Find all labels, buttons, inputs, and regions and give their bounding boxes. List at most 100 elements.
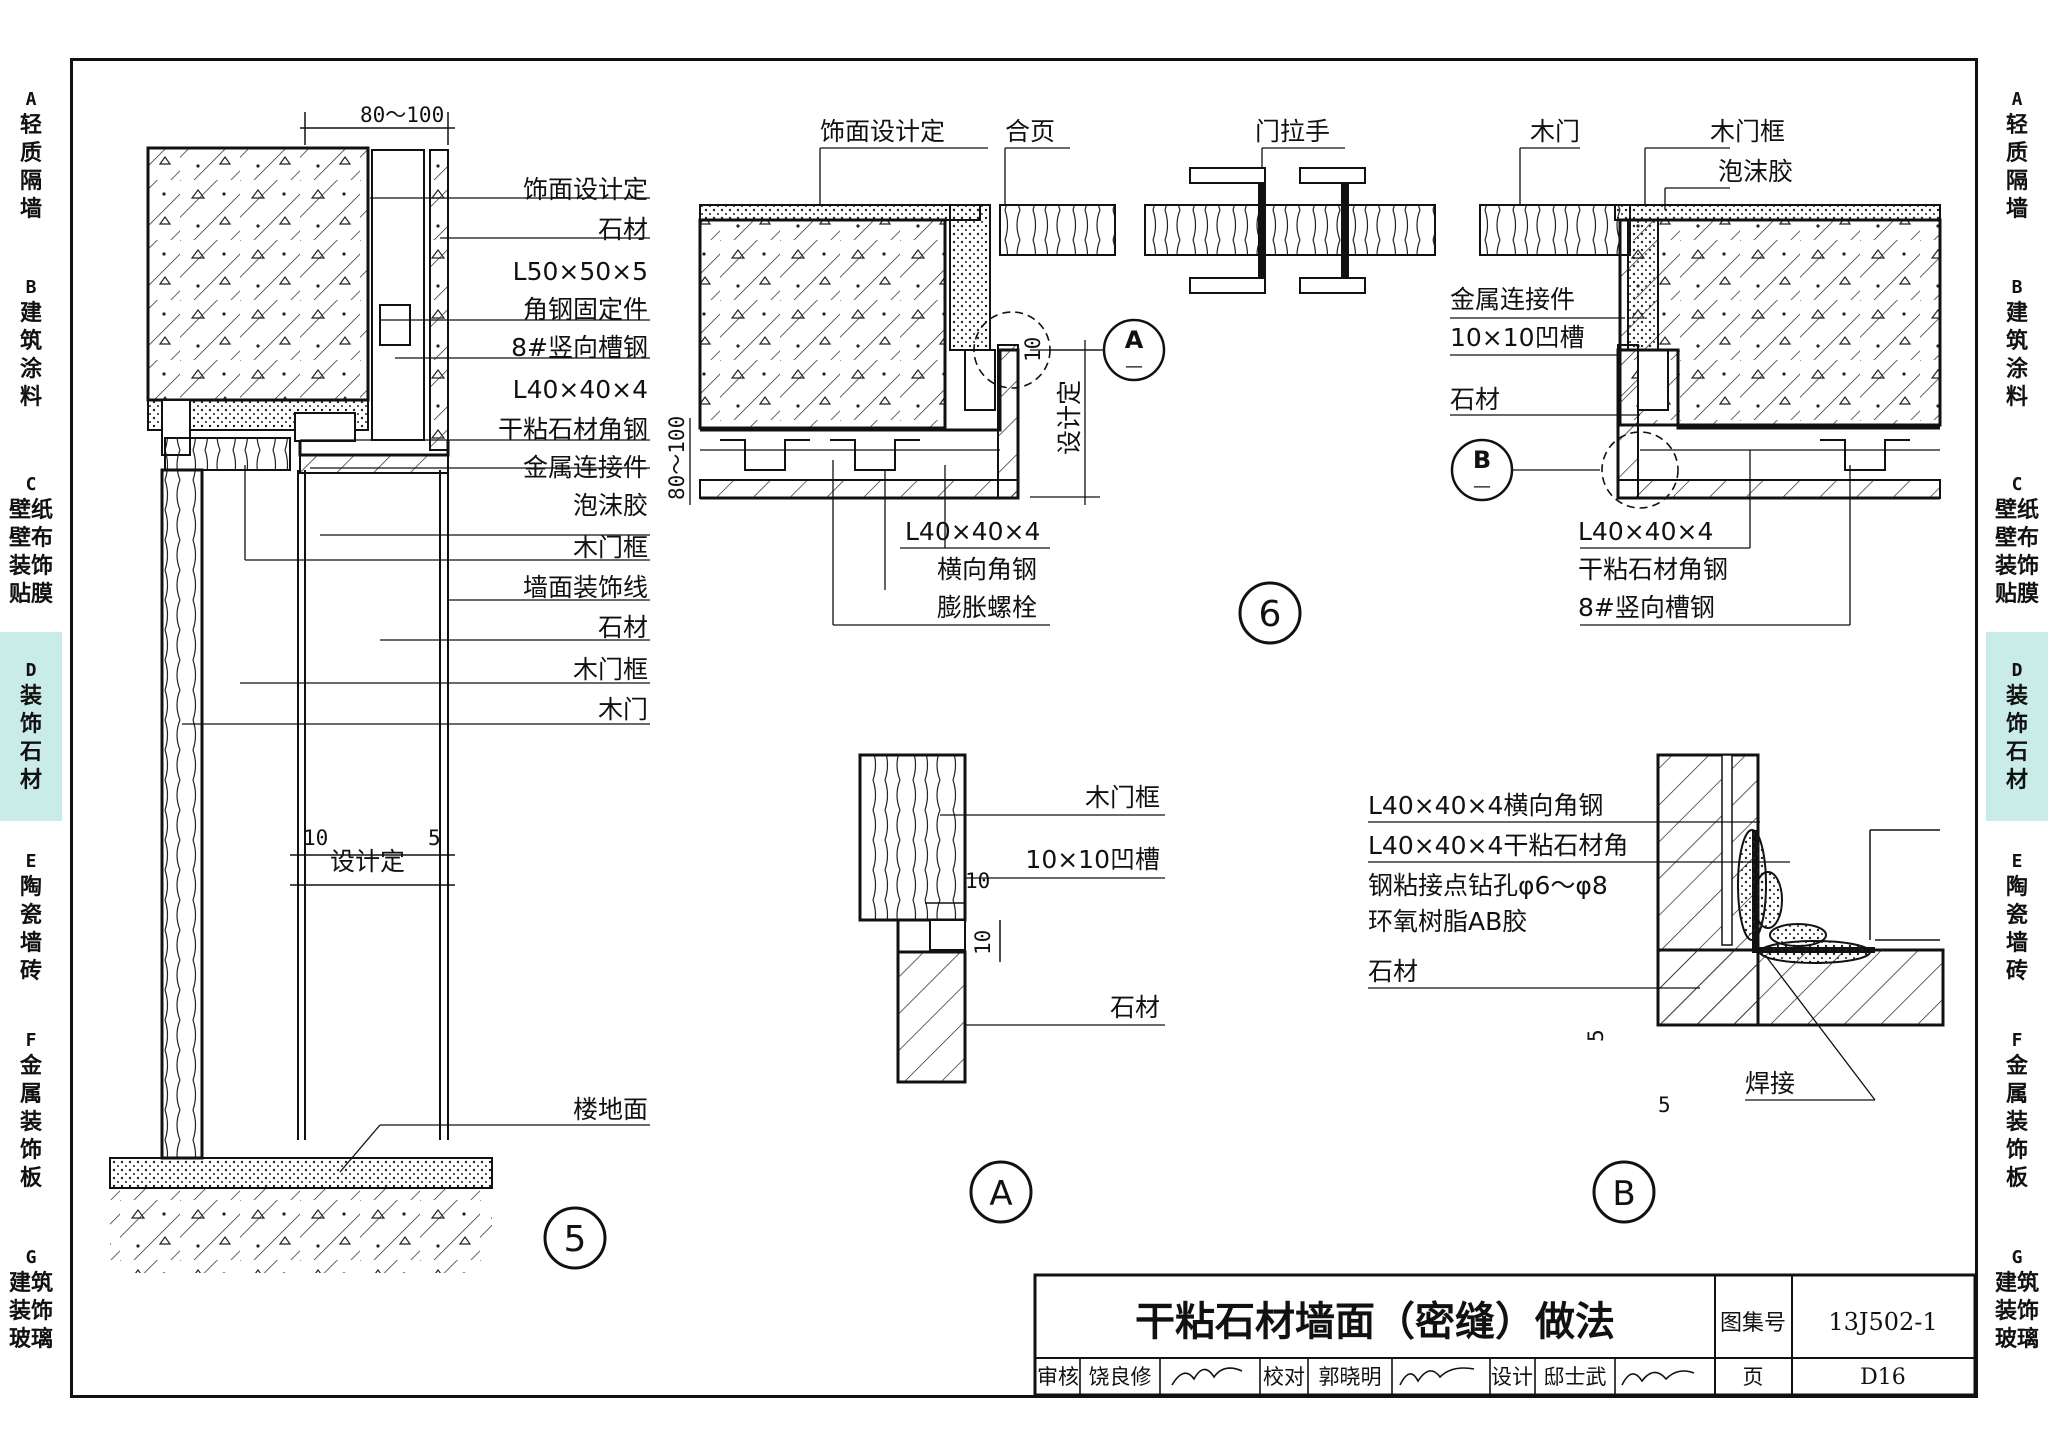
label: 木门框 bbox=[1085, 783, 1160, 812]
sheet-title: 干粘石材墙面（密缝）做法 bbox=[1135, 1299, 1615, 1345]
label: 木门 bbox=[598, 695, 648, 724]
tab-label: 建筑涂料 bbox=[19, 300, 42, 410]
tab-letter: G bbox=[25, 1246, 37, 1268]
dim-1: 10 bbox=[965, 869, 990, 893]
label: L40×40×4横向角钢 bbox=[1368, 791, 1603, 820]
dim-right: 5 bbox=[428, 826, 441, 850]
label: 8#竖向槽钢 bbox=[511, 333, 648, 362]
dim-2: 10 bbox=[971, 930, 995, 955]
tab-letter: F bbox=[2011, 1029, 2023, 1051]
tab-label: 金属装饰板 bbox=[2005, 1053, 2028, 1191]
label: 角钢固定件 bbox=[523, 295, 648, 324]
detail-5-number: 5 bbox=[564, 1219, 587, 1260]
label: 干粘石材角钢 bbox=[498, 415, 648, 444]
dim-2: 5 bbox=[1658, 1093, 1671, 1117]
detail-5-marker bbox=[543, 1206, 607, 1270]
callout-b-sub: — bbox=[1473, 476, 1491, 497]
check-name: 郭晓明 bbox=[1319, 1365, 1382, 1389]
label: 钢粘接点钻孔φ6～φ8 bbox=[1368, 871, 1608, 900]
label: 干粘石材角钢 bbox=[1578, 555, 1728, 584]
label: 石材 bbox=[1110, 993, 1160, 1022]
tab-letter: D bbox=[2011, 659, 2023, 681]
label: 石材 bbox=[598, 215, 648, 244]
tab-label: 壁纸壁布装饰贴膜 bbox=[8, 497, 53, 607]
dim-1: 5 bbox=[1584, 1029, 1608, 1042]
tab-letter: C bbox=[25, 473, 37, 495]
label: 石材 bbox=[598, 613, 648, 642]
label: 焊接 bbox=[1745, 1069, 1795, 1098]
detail-6-number: 6 bbox=[1259, 594, 1282, 635]
page-number: D16 bbox=[1860, 1365, 1906, 1390]
label: 泡沫胶 bbox=[573, 491, 648, 520]
label: 膨胀螺栓 bbox=[937, 593, 1037, 622]
detail-b-number: B bbox=[1612, 1174, 1635, 1214]
label: L40×40×4 bbox=[513, 375, 648, 404]
label: 8#竖向槽钢 bbox=[1578, 593, 1715, 622]
label: 合页 bbox=[1005, 117, 1055, 146]
label: 木门框 bbox=[1710, 117, 1785, 146]
label: 环氧树脂AB胶 bbox=[1368, 907, 1527, 936]
dim-mid: 设计定 bbox=[330, 847, 405, 876]
dim-h: 10 bbox=[1021, 337, 1045, 362]
tab-letter: A bbox=[2011, 88, 2023, 110]
tab-letter: D bbox=[25, 659, 37, 681]
label: L40×40×4 bbox=[1578, 517, 1713, 546]
label: 饰面设计定 bbox=[523, 175, 648, 204]
label: 10×10凹槽 bbox=[1025, 845, 1160, 874]
label: 门拉手 bbox=[1255, 117, 1330, 146]
label: L40×40×4干粘石材角 bbox=[1368, 831, 1628, 860]
callout-b: B bbox=[1473, 446, 1491, 474]
label: 横向角钢 bbox=[937, 555, 1037, 584]
label: 10×10凹槽 bbox=[1450, 323, 1585, 352]
tab-letter: A bbox=[25, 88, 37, 110]
label: 木门框 bbox=[573, 533, 648, 562]
label: 石材 bbox=[1450, 385, 1500, 414]
tab-label: 轻质隔墙 bbox=[2005, 112, 2028, 222]
tab-label: 轻质隔墙 bbox=[19, 112, 42, 222]
atlas-number: 13J502-1 bbox=[1828, 1308, 1937, 1336]
detail-a-number: A bbox=[989, 1174, 1012, 1214]
tab-letter: E bbox=[25, 850, 37, 872]
callout-a: A bbox=[1125, 326, 1144, 354]
design-name: 邸士武 bbox=[1544, 1365, 1607, 1389]
tab-label: 装饰石材 bbox=[19, 683, 42, 793]
tab-label: 金属装饰板 bbox=[19, 1053, 42, 1191]
tab-letter: G bbox=[2011, 1246, 2023, 1268]
callout-a-sub: — bbox=[1125, 356, 1143, 377]
check-label: 校对 bbox=[1263, 1365, 1305, 1389]
label: 金属连接件 bbox=[1450, 285, 1575, 314]
label: 墙面装饰线 bbox=[523, 573, 648, 602]
drawing-frame bbox=[70, 58, 1978, 1398]
tab-label: 建筑装饰玻璃 bbox=[1994, 1270, 2039, 1352]
tab-label: 陶瓷墙砖 bbox=[2005, 874, 2028, 984]
label: 泡沫胶 bbox=[1718, 157, 1793, 186]
label: L40×40×4 bbox=[905, 517, 1040, 546]
dim-design: 设计定 bbox=[1055, 380, 1084, 455]
tab-letter: E bbox=[2011, 850, 2023, 872]
dim-top: 80～100 bbox=[360, 103, 444, 127]
label: 石材 bbox=[1368, 957, 1418, 986]
tab-letter: C bbox=[2011, 473, 2023, 495]
label: 木门 bbox=[1530, 117, 1580, 146]
design-label: 设计 bbox=[1491, 1365, 1533, 1389]
dim-left: 10 bbox=[303, 826, 328, 850]
review-label: 审核 bbox=[1037, 1365, 1079, 1389]
tab-letter: B bbox=[25, 276, 37, 298]
tab-label: 建筑装饰玻璃 bbox=[8, 1270, 53, 1352]
tab-letter: F bbox=[25, 1029, 37, 1051]
